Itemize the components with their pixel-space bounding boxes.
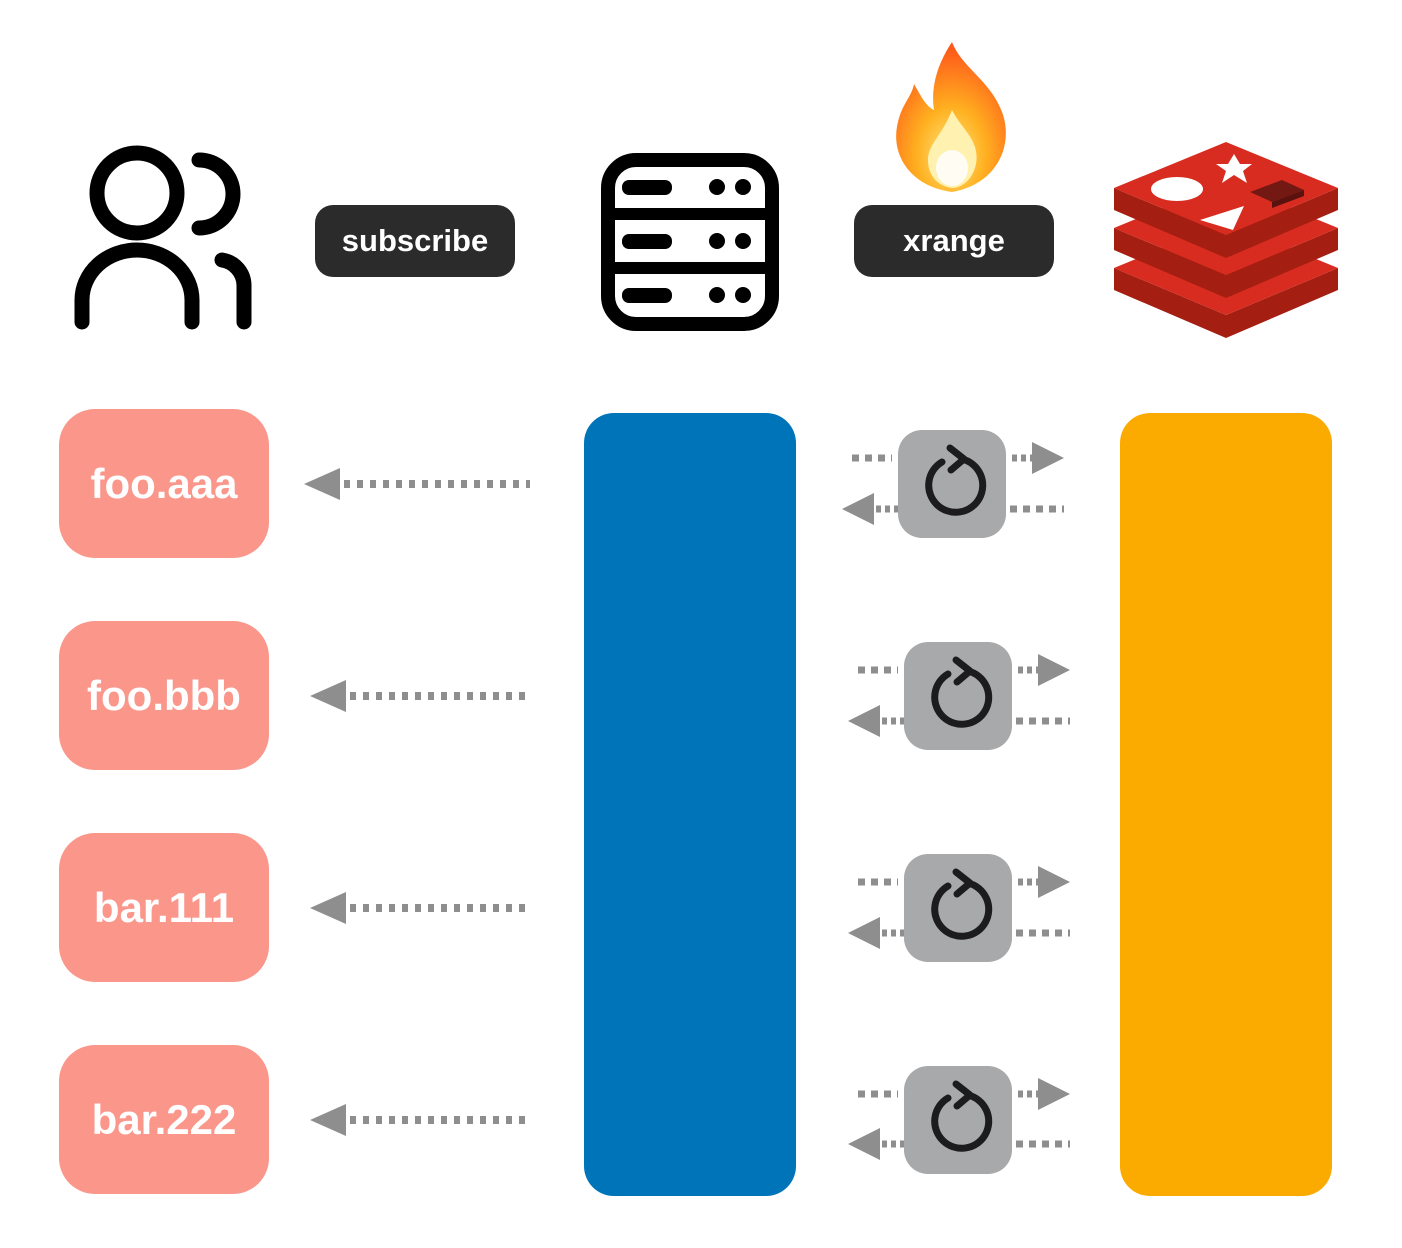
topic-box: foo.aaa bbox=[59, 409, 269, 558]
publish-arrow bbox=[310, 892, 532, 924]
redis-column bbox=[1120, 413, 1332, 1196]
server-column bbox=[584, 413, 796, 1196]
publish-arrow bbox=[310, 680, 532, 712]
response-arrow bbox=[848, 705, 1070, 737]
redis-logo-icon bbox=[1114, 142, 1338, 338]
request-arrow bbox=[858, 654, 1070, 686]
response-arrow bbox=[848, 917, 1070, 949]
response-arrow bbox=[848, 1128, 1070, 1160]
users-icon bbox=[74, 145, 252, 330]
server-icon bbox=[601, 153, 779, 331]
response-arrow bbox=[842, 493, 1064, 525]
topic-box: bar.222 bbox=[59, 1045, 269, 1194]
publish-arrow bbox=[304, 468, 530, 500]
request-arrow bbox=[852, 442, 1064, 474]
refresh-icon bbox=[904, 1066, 1012, 1174]
publish-arrow bbox=[310, 1104, 532, 1136]
subscribe-label: subscribe bbox=[315, 205, 515, 277]
refresh-icon bbox=[904, 854, 1012, 962]
fire-icon bbox=[896, 42, 1006, 192]
topic-box: bar.111 bbox=[59, 833, 269, 982]
refresh-icon bbox=[898, 430, 1006, 538]
xrange-label: xrange bbox=[854, 205, 1054, 277]
refresh-icon bbox=[904, 642, 1012, 750]
topic-box: foo.bbb bbox=[59, 621, 269, 770]
request-arrow bbox=[858, 1078, 1070, 1110]
request-arrow bbox=[858, 866, 1070, 898]
